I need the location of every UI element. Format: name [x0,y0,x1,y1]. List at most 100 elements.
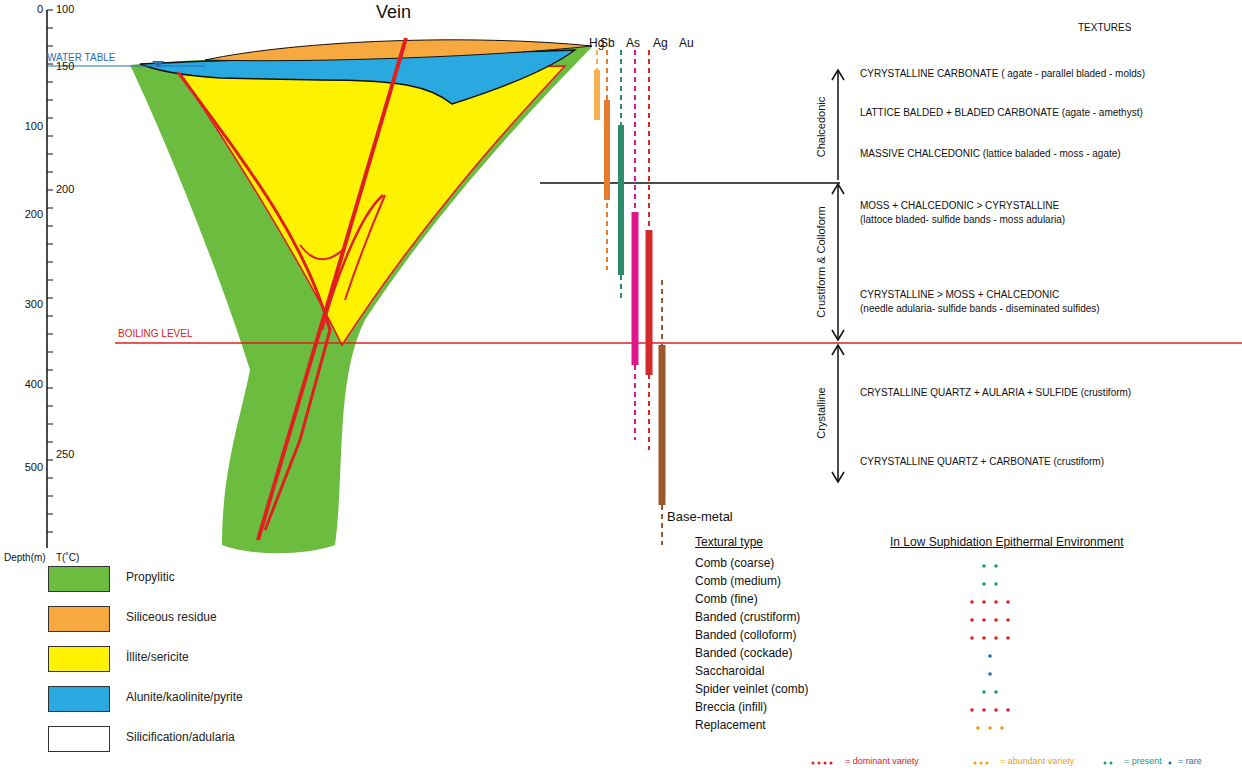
label: Au [679,37,694,51]
arrowhead [832,472,844,482]
legend-text: Silicification/adularia [126,731,235,745]
texture-brackets [832,70,844,482]
legend-dot [830,762,833,765]
range-bar [618,125,624,275]
range-dashed [661,280,663,545]
vein-branch [178,72,330,530]
texture-dot [976,726,980,730]
label: 500 [25,461,43,474]
tick [47,118,53,119]
range-dashed [620,50,622,300]
label: CYRYSTALLINE CARBONATE ( agate - paralle… [860,68,1145,80]
tick [47,262,53,263]
vein-branch [345,195,385,300]
tick [47,64,53,65]
tick [47,316,53,317]
texture-dot [982,600,986,604]
texture-dot [982,582,986,586]
arrowhead [832,184,844,194]
axis-ticks [47,10,53,532]
legend-swatch [48,566,110,592]
legend-dot [818,762,821,765]
tick [47,190,53,191]
tick [47,208,53,209]
tick [47,352,53,353]
range-dashed [634,50,636,440]
label: 100 [25,120,43,133]
label: 200 [56,183,74,196]
label: CRYSTALLINE QUARTZ + AULARIA + SULFIDE (… [860,387,1131,399]
label: 0 [37,3,43,16]
range-dashed [648,50,650,450]
legend-text: İllite/sericite [126,651,189,665]
texture-dot [994,600,998,604]
label: 300 [25,298,43,311]
tick [47,514,53,515]
legend-swatch [48,606,110,632]
label: Depth(m) [4,552,46,564]
tick [47,532,53,533]
label: Ag [653,37,668,51]
legend-swatch [48,726,110,752]
label: Vein [376,2,411,23]
label: Chalcedonic [815,97,828,158]
tick [47,28,53,29]
label: Replacement [695,719,766,733]
legend-text: = abundant variety [1000,756,1074,766]
texture-dot [988,654,992,658]
range-dashed [606,50,608,270]
bracket-line [837,186,839,338]
label: CYRYSTALLINE QUARTZ + CARBONATE (crustif… [860,456,1104,468]
label: 250 [56,448,74,461]
depth-axis [46,10,48,548]
label: (needle adularia- sulfide bands - disemi… [860,303,1100,315]
texture-dot [982,564,986,568]
range-bar [594,70,600,120]
label: MASSIVE CHALCEDONIC (lattice baladed - m… [860,148,1121,160]
texture-dot [982,708,986,712]
tick [47,46,53,47]
tick [47,442,53,443]
texture-dot [970,600,974,604]
label: Breccia (infill) [695,701,767,715]
tick [47,334,53,335]
texture-dot [970,708,974,712]
label: LATTICE BALDED + BLADED CARBONATE (agate… [860,107,1143,119]
texture-dots [812,564,1172,764]
texture-dot [982,618,986,622]
range-bar [646,230,653,375]
range-bar [659,345,666,505]
label: As [626,37,640,51]
label: 200 [25,208,43,221]
propylitic-zone [130,47,592,553]
tick [47,496,53,497]
legend-swatch [48,686,110,712]
legend-text: = rare [1178,756,1202,766]
label: Banded (colloform) [695,629,796,643]
tick [47,370,53,371]
legend-text: Siliceous residue [126,611,217,625]
texture-dot [988,726,992,730]
tick [47,280,53,281]
range-bar [604,100,610,200]
texture-dot [1000,726,1004,730]
texture-dot [994,636,998,640]
legend-dot [986,762,989,765]
label: Comb (fine) [695,593,758,607]
texture-dot [994,564,998,568]
vein-branch [300,245,345,259]
arrowhead [832,330,844,340]
label: MOSS + CHALCEDONIC > CYRYSTALLINE [860,200,1059,212]
legend-dot [824,762,827,765]
label: TEXTURES [1078,22,1131,34]
label: T(˚C) [56,552,79,564]
texture-dot [1006,600,1010,604]
range-bar [632,212,639,365]
label: Crystalline [815,387,828,438]
tick [47,388,53,389]
tick [47,460,53,461]
tick [47,10,53,11]
texture-dot [970,618,974,622]
element-ranges [597,50,662,545]
alteration-funnel [130,38,592,553]
